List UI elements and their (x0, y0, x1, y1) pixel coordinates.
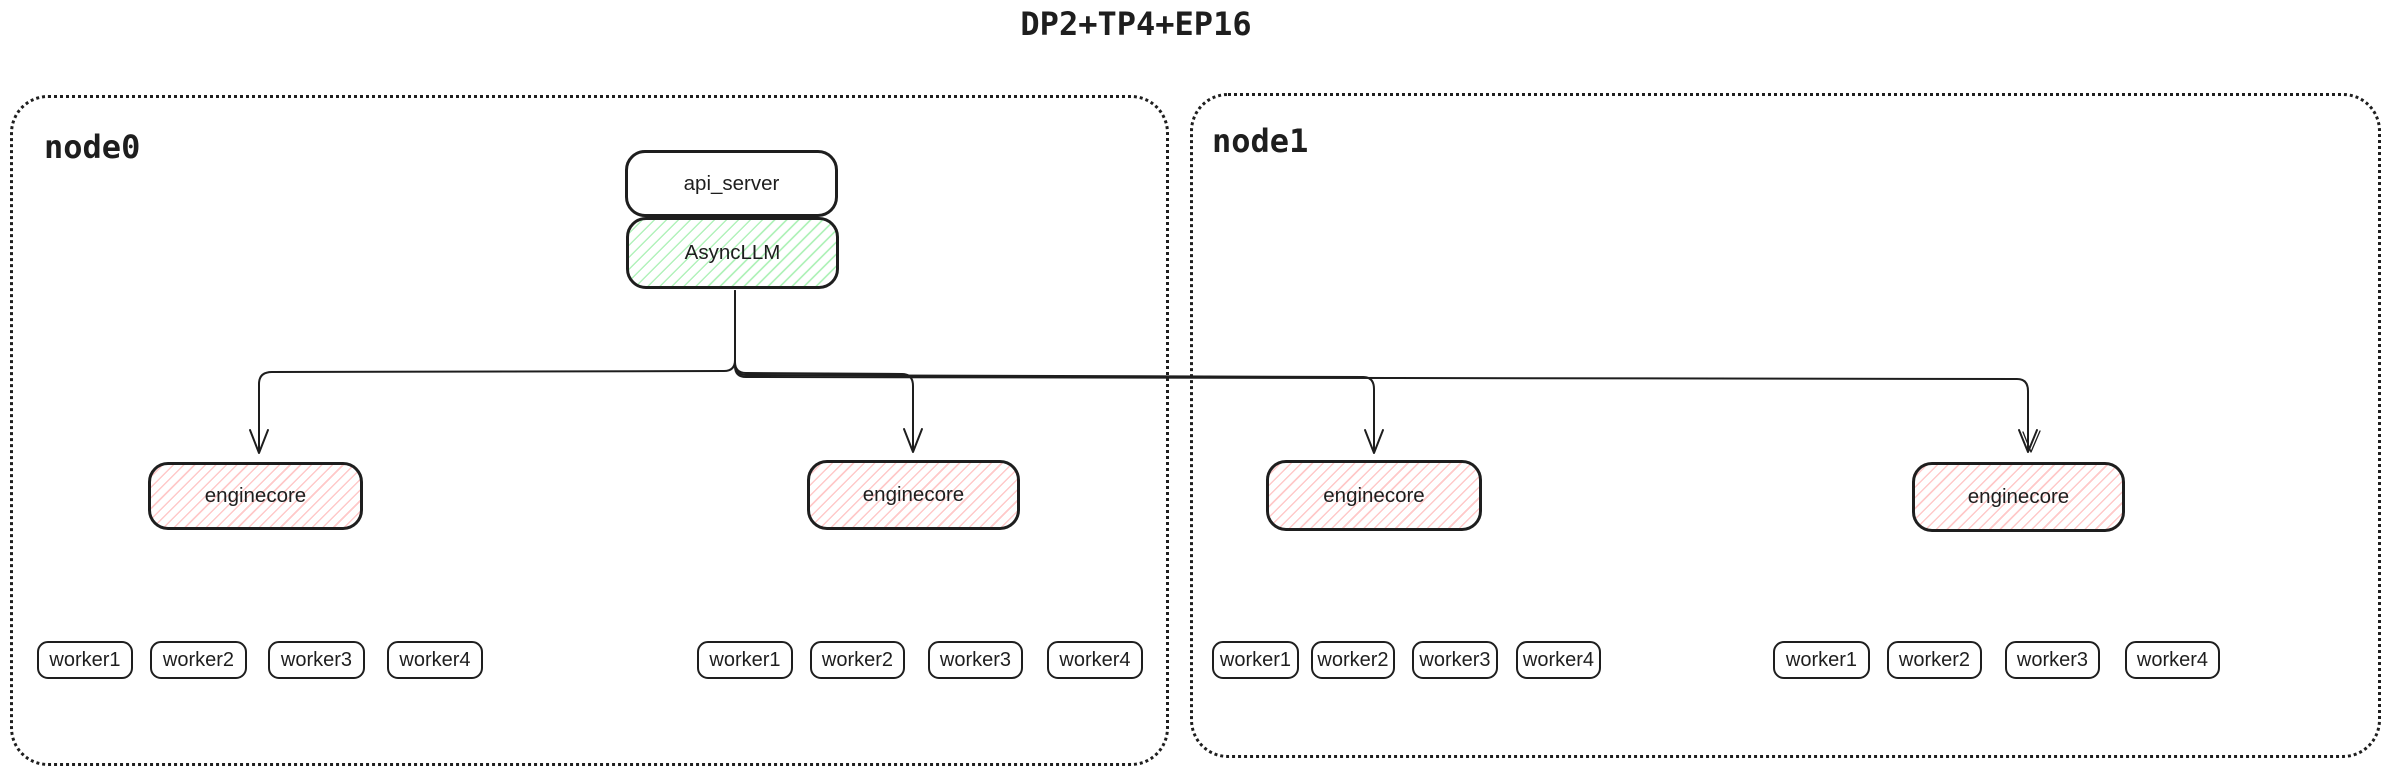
worker-label: worker3 (1419, 648, 1491, 671)
worker-box: worker1 (697, 641, 793, 679)
worker-box: worker3 (928, 641, 1023, 679)
worker-label: worker4 (1522, 648, 1595, 671)
worker-box: worker2 (810, 641, 905, 679)
enginecore-label: enginecore (1323, 483, 1425, 507)
enginecore-box-4: enginecore (1912, 462, 2125, 532)
node0-label: node0 (44, 128, 141, 166)
worker-label: worker3 (280, 648, 353, 671)
worker-label: worker1 (49, 648, 121, 671)
worker-box: worker1 (1212, 641, 1299, 679)
worker-label: worker2 (821, 648, 894, 671)
worker-label: worker4 (2136, 648, 2209, 671)
worker-label: worker2 (162, 648, 235, 671)
worker-box: worker1 (37, 641, 133, 679)
asyncllm-label: AsyncLLM (684, 241, 781, 264)
api-server-box: api_server (625, 150, 838, 217)
worker-label: worker3 (2016, 648, 2089, 671)
worker-box: worker2 (150, 641, 247, 679)
worker-label: worker4 (1059, 648, 1131, 671)
enginecore-label: enginecore (204, 484, 307, 507)
worker-box: worker3 (268, 641, 365, 679)
enginecore-box-1: enginecore (148, 462, 363, 530)
worker-box: worker3 (1412, 641, 1498, 679)
asyncllm-box: AsyncLLM (626, 217, 839, 289)
worker-box: worker4 (387, 641, 483, 679)
worker-label: worker3 (939, 648, 1012, 671)
worker-box: worker4 (2125, 641, 2220, 679)
worker-label: worker1 (709, 648, 781, 671)
worker-box: worker4 (1516, 641, 1601, 679)
enginecore-label: enginecore (1967, 485, 2070, 508)
node1-label: node1 (1212, 122, 1309, 160)
worker-box: worker2 (1887, 641, 1982, 679)
api-server-label: api_server (683, 171, 780, 195)
worker-label: worker2 (1317, 648, 1389, 671)
worker-label: worker1 (1785, 648, 1858, 671)
worker-label: worker2 (1898, 648, 1971, 671)
worker-label: worker4 (399, 648, 471, 671)
worker-box: worker1 (1773, 641, 1870, 679)
worker-label: worker1 (1219, 648, 1292, 671)
worker-box: worker3 (2005, 641, 2100, 679)
enginecore-label: enginecore (862, 483, 965, 506)
enginecore-box-2: enginecore (807, 460, 1020, 530)
worker-box: worker2 (1311, 641, 1395, 679)
enginecore-box-3: enginecore (1266, 460, 1482, 531)
diagram-title: DP2+TP4+EP16 (1020, 5, 1252, 43)
worker-box: worker4 (1047, 641, 1143, 679)
